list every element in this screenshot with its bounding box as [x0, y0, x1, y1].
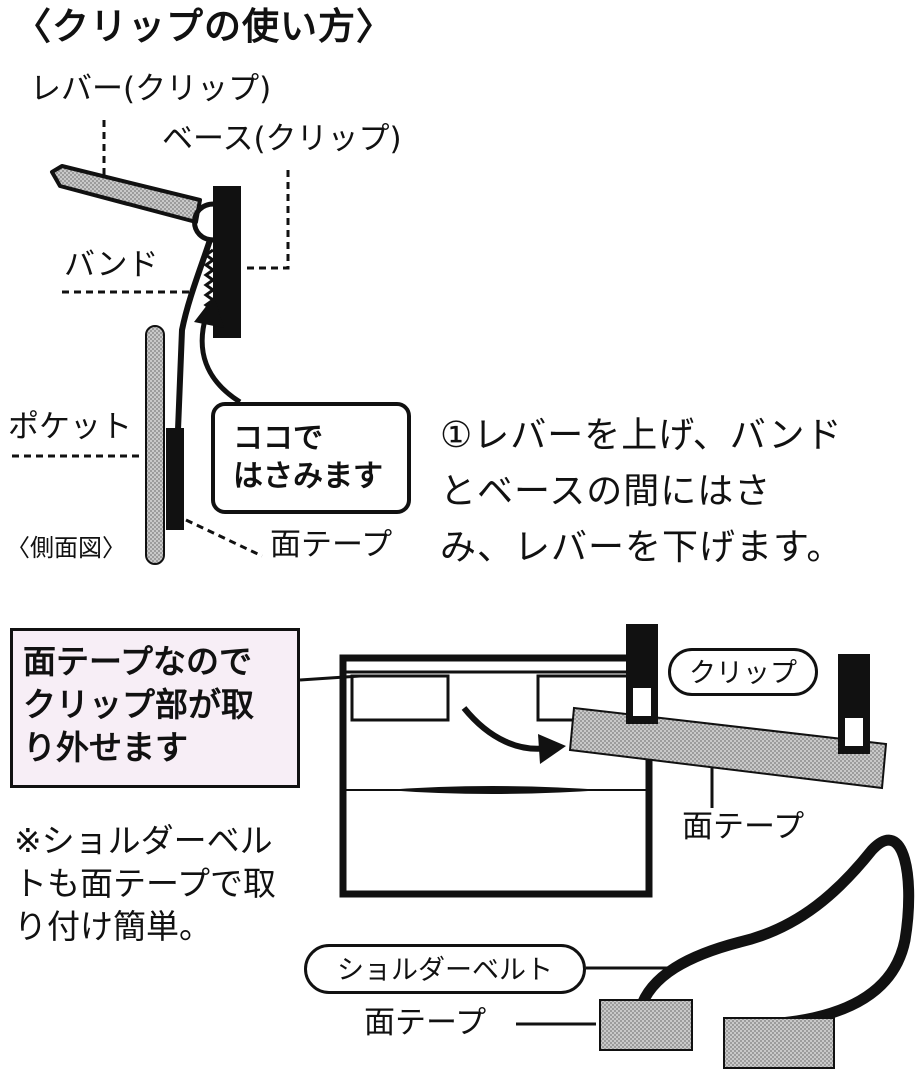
belt-note-line3: り付け簡単。 [14, 906, 212, 946]
side-tape-label: 面テープ [270, 527, 393, 563]
insert-callout: ココで はさみます [211, 402, 411, 514]
belt-note: ※ショルダーベル トも面テープで取 り付け簡単。 [14, 820, 276, 949]
lever-label: レバー(クリップ) [30, 71, 272, 107]
shoulder-belt-pill-label: ショルダーベルト [304, 944, 586, 994]
insert-callout-line2: はさみます [233, 458, 383, 494]
removable-note-line1: 面テープなので [23, 642, 253, 681]
pocket-shape [145, 325, 165, 565]
front-view-drawing [299, 624, 915, 1069]
band-label: バンド [64, 247, 159, 283]
tape-shape [166, 428, 184, 530]
removable-note-line2: クリップ部が取 [23, 684, 254, 724]
belt-tape-right [723, 1017, 835, 1069]
clip-left-window [633, 688, 651, 716]
belt-tape-label: 面テープ [364, 1005, 487, 1041]
clip-pill-label: クリップ [668, 648, 818, 696]
removable-note-box: 面テープなので クリップ部が取 り外せます [10, 628, 300, 788]
side-view-drawing [12, 120, 290, 565]
hinge-shape [192, 201, 215, 243]
side-view-label: 〈側面図〉 [6, 534, 126, 562]
lever-shape [50, 164, 202, 224]
tape-leader [185, 518, 263, 558]
strip-tape-label: 面テープ [682, 809, 805, 845]
callout-arrow [199, 315, 242, 405]
callout-arrowhead [194, 296, 224, 328]
clip-right-window [845, 718, 863, 746]
band-line [175, 239, 213, 431]
step1-line1: ①レバーを上げ、バンド [440, 415, 843, 456]
step1-line3: み、レバーを下げます。 [440, 527, 844, 568]
pocket-label: ポケット [8, 409, 132, 445]
detach-arrowhead [538, 734, 566, 764]
base-label: ベース(クリップ) [162, 121, 402, 157]
insert-callout-line1: ココで [233, 421, 323, 456]
belt-note-line1: ※ショルダーベル [14, 821, 273, 860]
pouch-zipper-slot [386, 786, 604, 794]
pouch-tape-left [350, 674, 450, 722]
belt-tape-left [599, 999, 693, 1051]
clip-tape-strip [568, 706, 888, 790]
step1-line2: とベースの間にはさ [440, 471, 772, 512]
base-leader [246, 170, 290, 270]
note-leader [299, 674, 361, 682]
removable-note-line3: り外せます [23, 727, 188, 767]
page-title: 〈クリップの使い方〉 [14, 5, 394, 48]
belt-note-line2: トも面テープで取 [14, 863, 277, 903]
shoulder-belt-strap [634, 834, 915, 1030]
